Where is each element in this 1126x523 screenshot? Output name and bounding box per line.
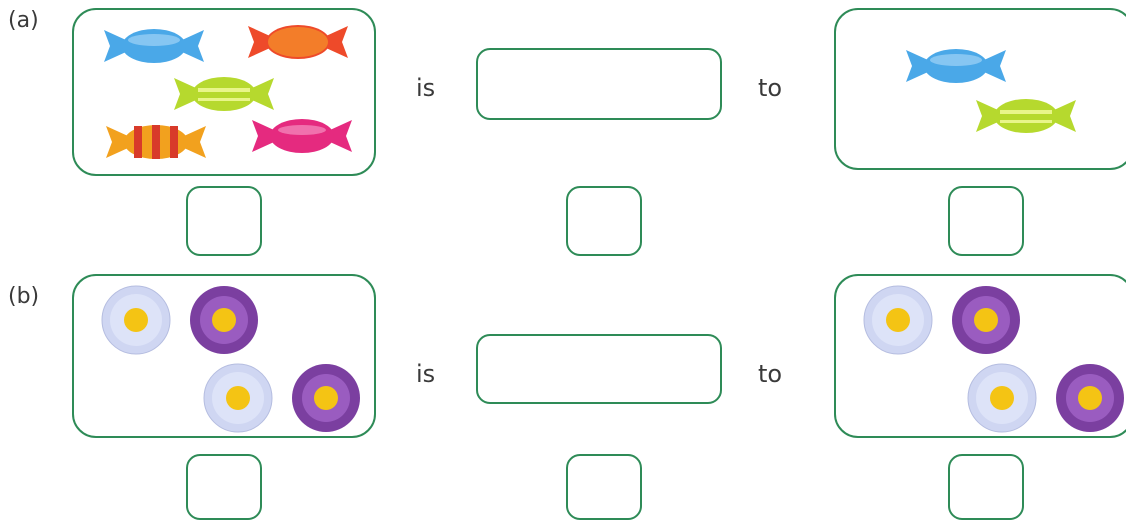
white-flower-icon: [200, 360, 276, 436]
word-is-a: is: [416, 74, 435, 102]
right-group-box-a: [834, 8, 1126, 170]
row-label-b: (b): [8, 284, 39, 309]
pink-candy-icon: [252, 116, 352, 156]
relation-blank-a[interactable]: [476, 48, 722, 120]
green-candy-icon: [174, 74, 274, 114]
striped-candy-icon: [106, 122, 206, 162]
answer-box-left-b[interactable]: [186, 454, 262, 520]
word-to-a: to: [758, 74, 782, 102]
word-is-b: is: [416, 360, 435, 388]
white-flower-icon: [98, 282, 174, 358]
green-candy-icon: [976, 96, 1076, 136]
word-to-b: to: [758, 360, 782, 388]
left-group-box-b: [72, 274, 376, 438]
white-flower-icon: [860, 282, 936, 358]
answer-box-middle-a[interactable]: [566, 186, 642, 256]
row-label-a: (a): [8, 8, 39, 33]
purple-flower-icon: [948, 282, 1024, 358]
answer-box-right-a[interactable]: [948, 186, 1024, 256]
purple-flower-icon: [186, 282, 262, 358]
answer-box-right-b[interactable]: [948, 454, 1024, 520]
red-candy-icon: [248, 22, 348, 62]
answer-box-left-a[interactable]: [186, 186, 262, 256]
blue-candy-icon: [104, 26, 204, 66]
blue-candy-icon: [906, 46, 1006, 86]
left-group-box-a: [72, 8, 376, 176]
relation-blank-b[interactable]: [476, 334, 722, 404]
answer-box-middle-b[interactable]: [566, 454, 642, 520]
white-flower-icon: [964, 360, 1040, 436]
right-group-box-b: [834, 274, 1126, 438]
purple-flower-icon: [1052, 360, 1126, 436]
purple-flower-icon: [288, 360, 364, 436]
